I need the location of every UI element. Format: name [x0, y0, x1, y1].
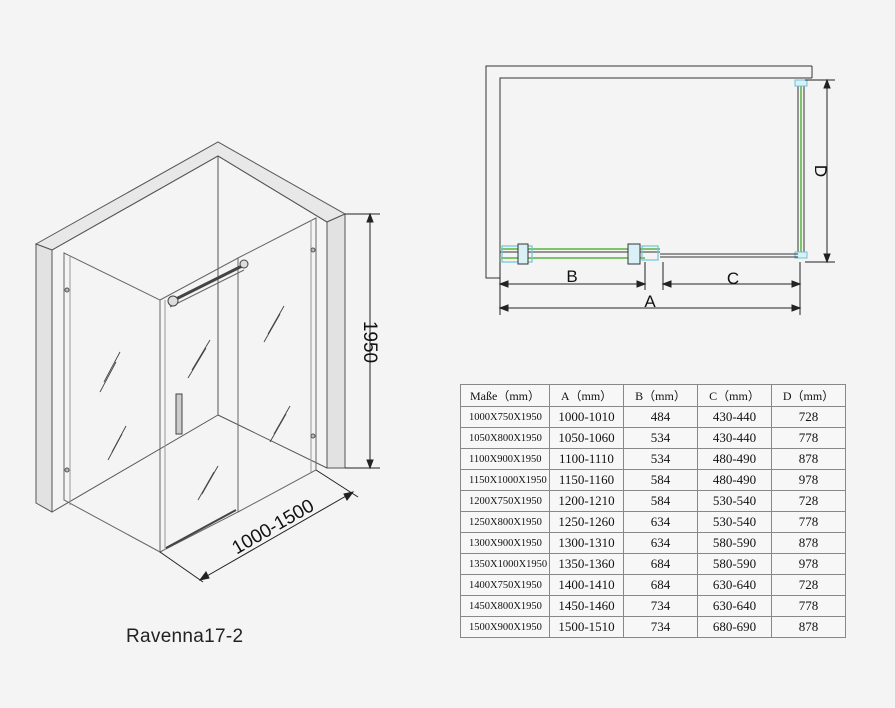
- table-cell: 580-590: [697, 532, 772, 554]
- table-cell: 1250-1260: [549, 511, 624, 533]
- table-cell: 584: [623, 469, 698, 491]
- table-cell-size: 1500X900X1950: [460, 616, 550, 638]
- table-cell: 728: [771, 574, 846, 596]
- table-header-cell: D（mm）: [771, 384, 846, 407]
- table-cell: 480-490: [697, 469, 772, 491]
- table-cell-size: 1400X750X1950: [460, 574, 550, 596]
- table-cell: 1150-1160: [549, 469, 624, 491]
- table-cell: 634: [623, 532, 698, 554]
- table-cell: 630-640: [697, 595, 772, 617]
- table-cell: 734: [623, 616, 698, 638]
- table-cell-size: 1350X1000X1950: [460, 553, 550, 575]
- table-cell: 1500-1510: [549, 616, 624, 638]
- table-cell: 680-690: [697, 616, 772, 638]
- table-cell-size: 1050X800X1950: [460, 427, 550, 449]
- table-cell: 684: [623, 553, 698, 575]
- table-cell: 484: [623, 406, 698, 428]
- table-header-cell: B（mm）: [623, 384, 698, 407]
- table-cell: 1450-1460: [549, 595, 624, 617]
- door-handle: [175, 393, 183, 435]
- left-wall-side: [35, 243, 53, 513]
- front-glass-panel: [237, 217, 317, 513]
- table-cell: 580-590: [697, 553, 772, 575]
- table-cell: 978: [771, 553, 846, 575]
- table-cell: 634: [623, 511, 698, 533]
- table-cell: 530-540: [697, 490, 772, 512]
- table-cell: 684: [623, 574, 698, 596]
- table-header-row: Maße（mm） A（mm） B（mm） C（mm） D（mm）: [460, 384, 846, 407]
- side-glass-panel: [63, 252, 161, 553]
- table-header-cell: Maße（mm）: [460, 384, 550, 407]
- model-name: Ravenna17-2: [126, 626, 244, 647]
- table-cell: 778: [771, 511, 846, 533]
- table-cell: 728: [771, 406, 846, 428]
- table-cell: 530-540: [697, 511, 772, 533]
- table-cell-size: 1150X1000X1950: [460, 469, 550, 491]
- width-dimension-label: 1000-1500: [229, 495, 318, 559]
- table-cell: 630-640: [697, 574, 772, 596]
- table-cell-size: 1100X900X1950: [460, 448, 550, 470]
- size-table: Maße（mm） A（mm） B（mm） C（mm） D（mm） 1000X75…: [460, 384, 846, 638]
- table-cell: 1100-1110: [549, 448, 624, 470]
- table-cell: 584: [623, 490, 698, 512]
- table-cell: 1200-1210: [549, 490, 624, 512]
- table-cell: 534: [623, 448, 698, 470]
- table-cell-size: 1300X900X1950: [460, 532, 550, 554]
- table-cell-size: 1450X800X1950: [460, 595, 550, 617]
- table-cell: 1300-1310: [549, 532, 624, 554]
- table-cell: 480-490: [697, 448, 772, 470]
- back-wall-top: [34, 141, 347, 251]
- table-cell: 1000-1010: [549, 406, 624, 428]
- table-cell: 878: [771, 532, 846, 554]
- table-cell: 430-440: [697, 427, 772, 449]
- table-header-cell: A（mm）: [549, 384, 624, 407]
- table-cell: 1050-1060: [549, 427, 624, 449]
- sliding-rail: [169, 263, 245, 304]
- table-cell: 878: [771, 616, 846, 638]
- table-header-cell: C（mm）: [697, 384, 772, 407]
- table-cell: 728: [771, 490, 846, 512]
- right-wall-side: [326, 213, 346, 469]
- table-cell-size: 1000X750X1950: [460, 406, 550, 428]
- table-cell: 734: [623, 595, 698, 617]
- table-cell-size: 1250X800X1950: [460, 511, 550, 533]
- table-cell: 1350-1360: [549, 553, 624, 575]
- table-cell: 978: [771, 469, 846, 491]
- height-dimension-label: 1950: [359, 321, 380, 363]
- table-cell: 778: [771, 427, 846, 449]
- table-cell: 1400-1410: [549, 574, 624, 596]
- table-cell: 878: [771, 448, 846, 470]
- table-cell: 534: [623, 427, 698, 449]
- table-cell-size: 1200X750X1950: [460, 490, 550, 512]
- table-cell: 430-440: [697, 406, 772, 428]
- table-cell: 778: [771, 595, 846, 617]
